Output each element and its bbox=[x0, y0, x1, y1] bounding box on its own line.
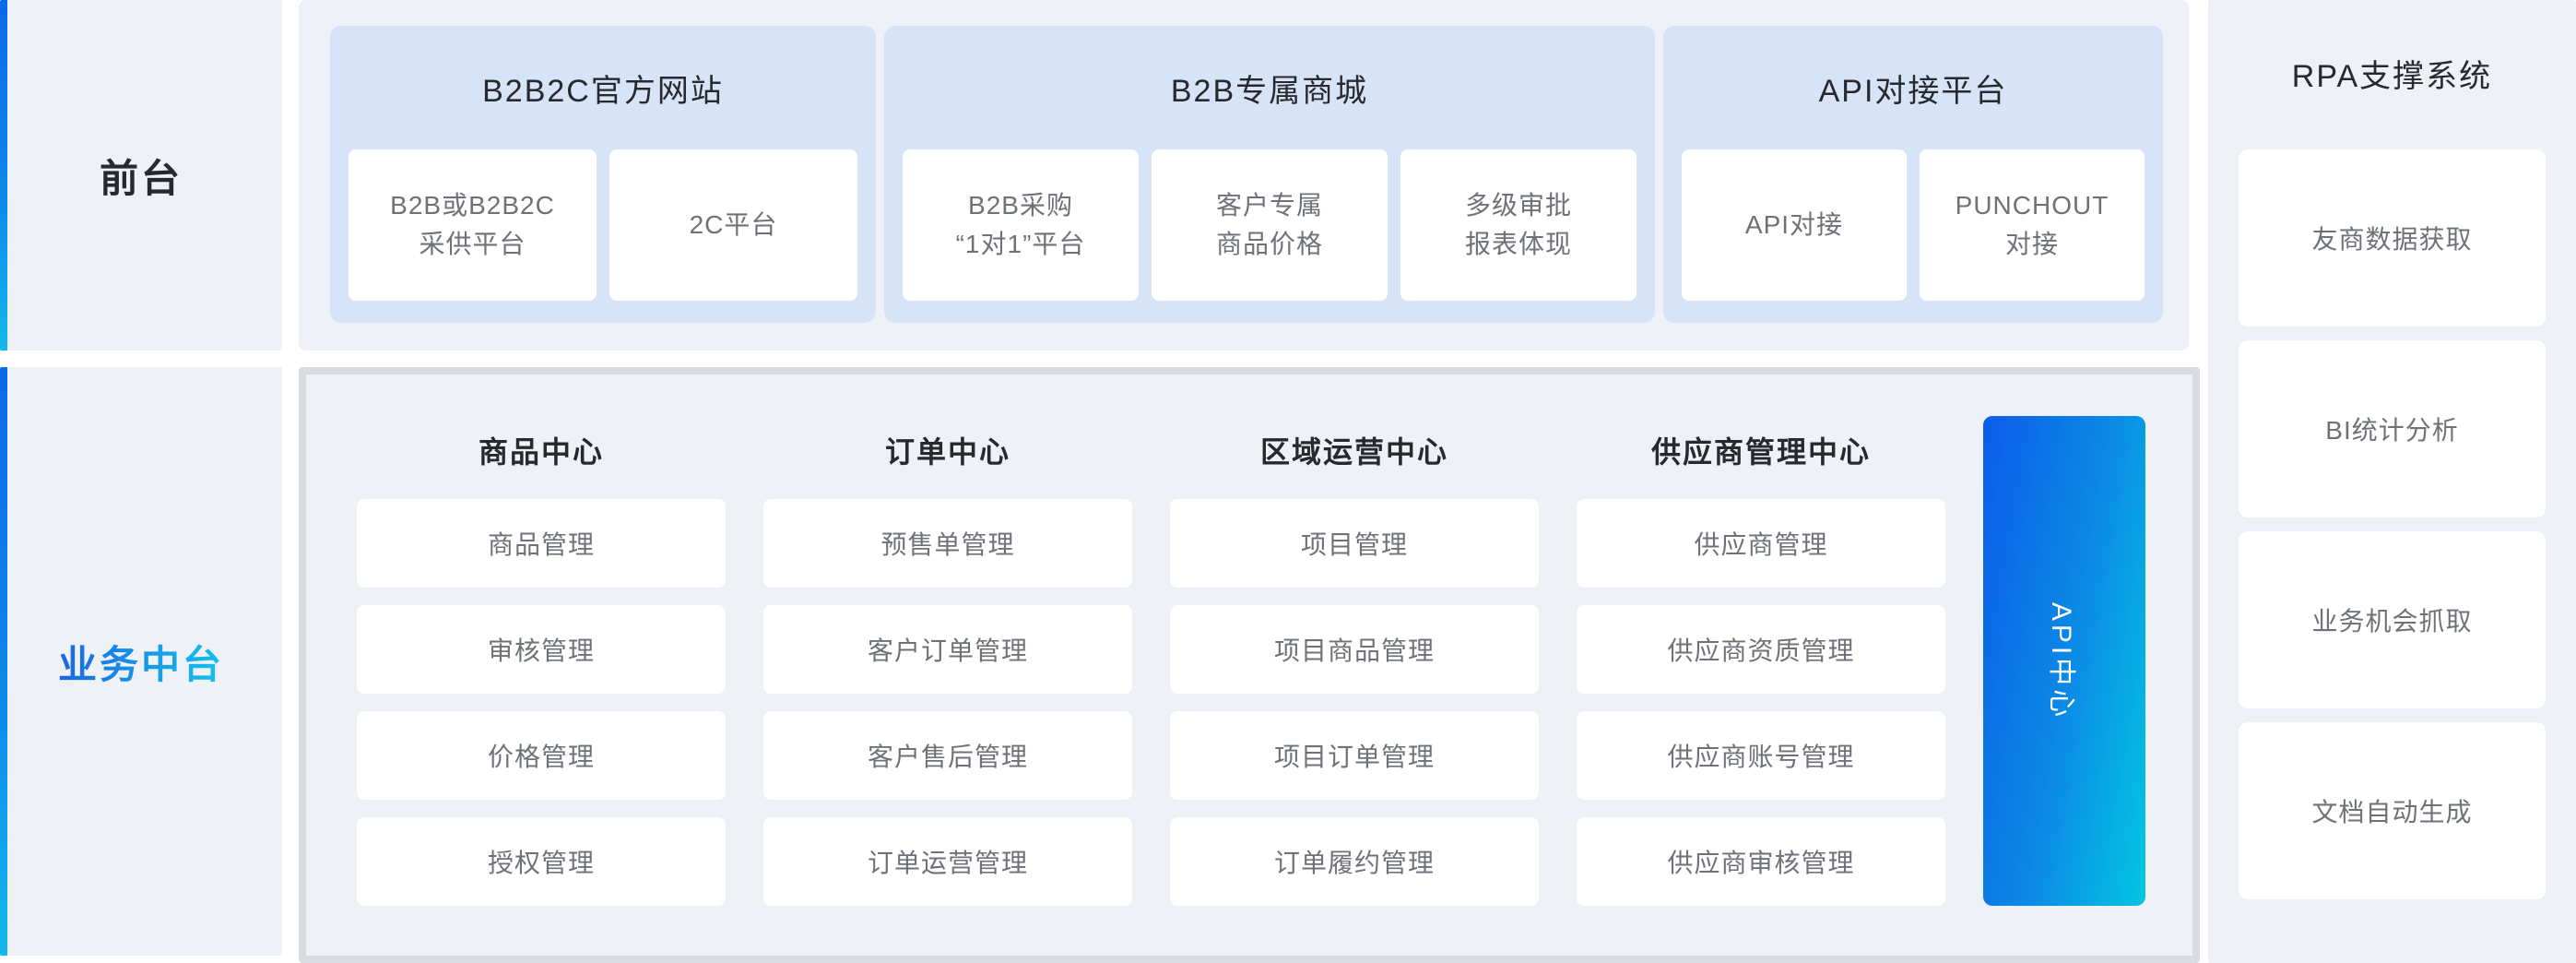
column-cards: 商品管理 审核管理 价格管理 授权管理 bbox=[357, 499, 726, 906]
column-order-center: 订单中心 预售单管理 客户订单管理 客户售后管理 订单运营管理 bbox=[763, 416, 1132, 956]
panel-b2b2c-website: B2B2C官方网站 B2B或B2B2C 采供平台 2C平台 bbox=[330, 26, 876, 323]
stage-column: 前台 业务中台 bbox=[0, 0, 282, 963]
card-supplier-review-management: 供应商审核管理 bbox=[1577, 817, 1945, 906]
panel-b2b-mall: B2B专属商城 B2B采购 “1对1”平台 客户专属 商品价格 多级审批 报表体… bbox=[884, 26, 1655, 323]
column-title: 商品中心 bbox=[478, 435, 604, 469]
panel-api-platform: API对接平台 API对接 PUNCHOUT 对接 bbox=[1663, 26, 2163, 323]
column-title: 区域运营中心 bbox=[1259, 435, 1448, 469]
panel-cards: B2B采购 “1对1”平台 客户专属 商品价格 多级审批 报表体现 bbox=[903, 149, 1637, 301]
card-supplier-management: 供应商管理 bbox=[1577, 499, 1945, 588]
middle-stage-label: 业务中台 bbox=[58, 634, 224, 690]
column-product-center: 商品中心 商品管理 审核管理 价格管理 授权管理 bbox=[357, 416, 726, 956]
card-supplier-qualification-management: 供应商资质管理 bbox=[1577, 605, 1945, 694]
front-office-container: B2B2C官方网站 B2B或B2B2C 采供平台 2C平台 B2B专属商城 B2… bbox=[299, 0, 2189, 351]
front-stage-label: 前台 bbox=[99, 156, 183, 200]
card-multilevel-approval-report: 多级审批 报表体现 bbox=[1400, 149, 1637, 301]
rpa-title: RPA支撑系统 bbox=[2291, 59, 2493, 94]
card-customer-aftersale-management: 客户售后管理 bbox=[763, 711, 1132, 800]
card-order-operation-management: 订单运营管理 bbox=[763, 817, 1132, 906]
card-project-order-management: 项目订单管理 bbox=[1170, 711, 1539, 800]
card-product-management: 商品管理 bbox=[357, 499, 726, 588]
panel-cards: API对接 PUNCHOUT 对接 bbox=[1682, 149, 2145, 301]
rpa-cards: 友商数据获取 BI统计分析 业务机会抓取 文档自动生成 bbox=[2239, 149, 2546, 899]
card-review-management: 审核管理 bbox=[357, 605, 726, 694]
business-platform-container: 商品中心 商品管理 审核管理 价格管理 授权管理 订单中心 预售单管理 客户订单… bbox=[299, 367, 2200, 963]
panel-title: B2B专属商城 bbox=[1170, 73, 1369, 109]
panel-title: B2B2C官方网站 bbox=[482, 73, 724, 109]
api-center-label: API中心 bbox=[2045, 601, 2076, 720]
accent-stripe bbox=[0, 0, 7, 351]
card-b2b-1to1-platform: B2B采购 “1对1”平台 bbox=[903, 149, 1139, 301]
card-2c-platform: 2C平台 bbox=[609, 149, 857, 301]
front-stage-block: 前台 bbox=[0, 0, 282, 351]
card-competitor-data-acquisition: 友商数据获取 bbox=[2239, 149, 2546, 327]
card-punchout-integration: PUNCHOUT 对接 bbox=[1920, 149, 2145, 301]
api-center-bar: API中心 bbox=[1983, 416, 2145, 906]
card-project-management: 项目管理 bbox=[1170, 499, 1539, 588]
rpa-support-column: RPA支撑系统 友商数据获取 BI统计分析 业务机会抓取 文档自动生成 bbox=[2208, 0, 2576, 963]
column-cards: 项目管理 项目商品管理 项目订单管理 订单履约管理 bbox=[1170, 499, 1539, 906]
card-project-product-management: 项目商品管理 bbox=[1170, 605, 1539, 694]
card-order-fulfillment-management: 订单履约管理 bbox=[1170, 817, 1539, 906]
card-price-management: 价格管理 bbox=[357, 711, 726, 800]
card-customer-order-management: 客户订单管理 bbox=[763, 605, 1132, 694]
column-title: 订单中心 bbox=[884, 435, 1010, 469]
accent-stripe bbox=[0, 367, 7, 956]
card-customer-exclusive-price: 客户专属 商品价格 bbox=[1152, 149, 1388, 301]
panel-title: API对接平台 bbox=[1818, 73, 2008, 109]
card-business-opportunity-capture: 业务机会抓取 bbox=[2239, 531, 2546, 708]
middle-stage-block: 业务中台 bbox=[0, 367, 282, 956]
column-cards: 供应商管理 供应商资质管理 供应商账号管理 供应商审核管理 bbox=[1577, 499, 1945, 906]
card-api-integration: API对接 bbox=[1682, 149, 1907, 301]
card-b2b-b2b2c-platform: B2B或B2B2C 采供平台 bbox=[349, 149, 597, 301]
column-regional-operation-center: 区域运营中心 项目管理 项目商品管理 项目订单管理 订单履约管理 bbox=[1170, 416, 1539, 956]
center-column: B2B2C官方网站 B2B或B2B2C 采供平台 2C平台 B2B专属商城 B2… bbox=[299, 0, 2200, 963]
column-supplier-management-center: 供应商管理中心 供应商管理 供应商资质管理 供应商账号管理 供应商审核管理 bbox=[1577, 416, 1945, 956]
column-cards: 预售单管理 客户订单管理 客户售后管理 订单运营管理 bbox=[763, 499, 1132, 906]
card-presale-order-management: 预售单管理 bbox=[763, 499, 1132, 588]
card-supplier-account-management: 供应商账号管理 bbox=[1577, 711, 1945, 800]
card-bi-statistical-analysis: BI统计分析 bbox=[2239, 340, 2546, 517]
card-document-auto-generation: 文档自动生成 bbox=[2239, 722, 2546, 899]
column-title: 供应商管理中心 bbox=[1650, 435, 1871, 469]
card-authorization-management: 授权管理 bbox=[357, 817, 726, 906]
panel-cards: B2B或B2B2C 采供平台 2C平台 bbox=[349, 149, 857, 301]
